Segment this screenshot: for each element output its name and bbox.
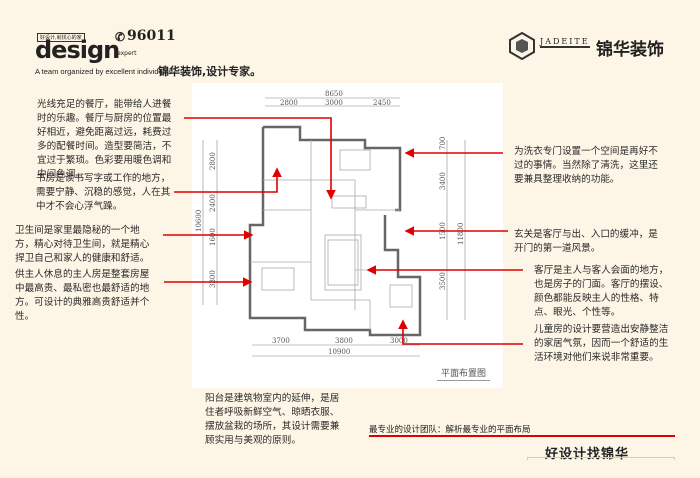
- note-study: 书房是读书写字或工作的地方，需要宁静、沉稳的感觉，人在其中才不会心浮气躁。: [36, 173, 171, 212]
- footer-ruler: [527, 457, 675, 460]
- dim-left-4: 3300: [209, 270, 217, 288]
- dim-right-1: 700: [439, 137, 447, 150]
- header-logo: 好设计,就找心的家 ✆ 96011 design expert A team o…: [35, 28, 295, 90]
- note-kids: 儿童房的设计要营造出安静整洁的家居气氛，因而一个舒适的生活环境对他们来说非常重要…: [534, 324, 669, 363]
- dim-bottom-1: 3700: [272, 337, 290, 345]
- footer-slogan: 好设计找锦华: [545, 447, 630, 462]
- dim-top-total: 8650: [325, 90, 343, 98]
- dim-left-3: 1600: [209, 228, 217, 246]
- note-entry: 玄关是客厅与出、入口的缓冲，是开门的第一道风景。: [514, 229, 658, 254]
- dim-left-total: 10600: [195, 210, 203, 232]
- phone-icon: ✆: [115, 30, 126, 44]
- tagline-small: 好设计,就找心的家: [37, 33, 85, 42]
- dim-right-2: 3400: [439, 172, 447, 190]
- note-balcony: 阳台是建筑物室内的延伸，是居住者呼吸新鲜空气、晾晒衣服、摆放盆栽的场所，其设计需…: [205, 393, 340, 446]
- note-bathroom: 卫生间是家里最隐秘的一个地方，精心对待卫生间，就是精心捍卫自己和家人的健康和舒适…: [15, 225, 150, 264]
- dim-right-4: 3500: [439, 272, 447, 290]
- brand-cn: 锦华装饰: [596, 40, 664, 60]
- dim-top-3: 2450: [373, 99, 391, 107]
- arrow-kids: [398, 319, 523, 345]
- dim-bottom-total: 10900: [328, 348, 350, 356]
- arrow-study: [174, 167, 282, 193]
- brand-logo: JADEITE 锦华装饰: [508, 32, 688, 60]
- footer-caption: 最专业的设计团队：解析最专业的平面布局: [369, 425, 531, 435]
- note-laundry: 为洗衣专门设置一个空间是再好不过的事情。当然除了清洗，这里还要兼具整理收纳的功能…: [514, 146, 658, 185]
- footer-divider: [369, 435, 675, 437]
- brand-en: JADEITE: [540, 37, 590, 48]
- dim-bottom-2: 3800: [335, 337, 353, 345]
- dim-bottom-3: 3000: [390, 337, 408, 345]
- note-living: 客厅是主人与客人会面的地方，也是房子的门面。客厅的摆设、颜色都能反映主人的性格、…: [534, 265, 669, 318]
- dim-left-1: 2800: [209, 152, 217, 170]
- slogan-en: A team organized by excellent individual…: [35, 67, 173, 76]
- slogan-cn: 锦华装饰,设计专家。: [158, 65, 262, 78]
- logo-word: design: [35, 36, 120, 64]
- note-dining: 光线充足的餐厅，能带给人进餐时的乐趣。餐厅与厨房的位置最好相近，避免距离过远，耗…: [37, 99, 172, 180]
- arrow-dining: [184, 117, 336, 200]
- phone-number: 96011: [127, 28, 176, 44]
- dim-top-2: 3000: [325, 99, 343, 107]
- plan-title: 平面布置图: [437, 366, 491, 381]
- brand-cube-icon: [509, 32, 535, 60]
- dim-top-1: 2800: [280, 99, 298, 107]
- note-master: 供主人休息的主人房是整套房屋中最高贵、最私密也最舒适的地方。可设计的典雅高贵舒适…: [15, 269, 150, 322]
- dim-left-2: 2400: [209, 194, 217, 212]
- logo-sub: expert: [117, 50, 137, 57]
- dim-right-total: 11800: [457, 223, 465, 245]
